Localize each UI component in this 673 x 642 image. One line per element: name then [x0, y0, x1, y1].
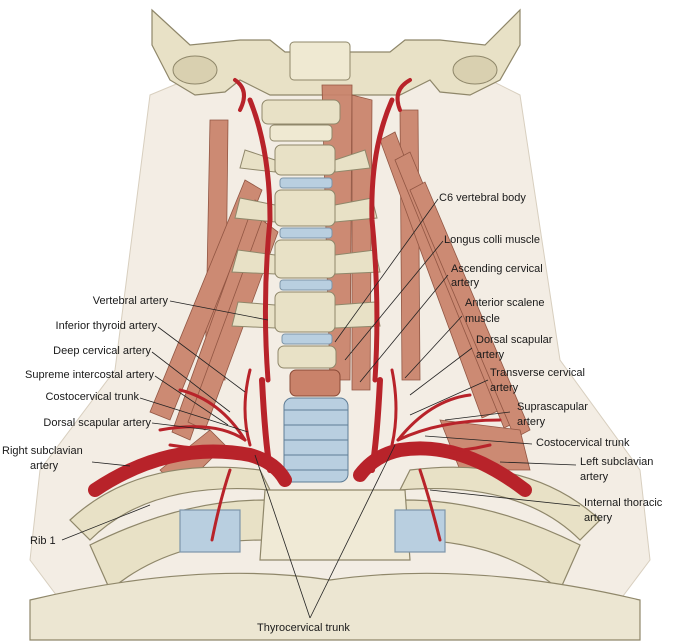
- leader-costocervical-r: [424, 435, 533, 445]
- arteries: [88, 78, 532, 542]
- leader-deep-cervical: [151, 351, 231, 413]
- label-internal-thoracic-artery-line1: Internal thoracic: [584, 497, 663, 509]
- label-inferior-thyroid-artery: Inferior thyroid artery: [55, 320, 157, 332]
- leader-supreme-intercostal: [154, 375, 229, 426]
- leader-transverse-cervical: [409, 379, 489, 416]
- label-suprascapular-artery-line1: Suprascapular: [517, 401, 588, 413]
- label-left-subclavian-artery-line2: artery: [580, 471, 609, 483]
- leader-suprascapular: [444, 411, 511, 421]
- leader-vertebral-artery: [169, 300, 269, 321]
- leader-inferior-thyroid: [157, 326, 246, 393]
- label-c6-vertebral-body: C6 vertebral body: [439, 192, 526, 204]
- leader-internal-thoracic: [429, 489, 581, 507]
- label-costocervical-trunk-left: Costocervical trunk: [45, 391, 139, 403]
- label-dorsal-scapular-artery-left: Dorsal scapular artery: [43, 417, 151, 429]
- leader-lines: [61, 198, 581, 619]
- label-left-subclavian-artery-line1: Left subclavian: [580, 456, 654, 468]
- label-rib-1: Rib 1: [30, 535, 56, 547]
- cervical-spine: [231, 99, 381, 369]
- label-suprascapular-artery-line2: artery: [517, 416, 546, 428]
- label-thyrocervical-trunk: Thyrocervical trunk: [257, 622, 350, 634]
- leader-anterior-scalene: [404, 315, 463, 379]
- label-ascending-cervical-artery-line1: Ascending cervical: [451, 263, 543, 275]
- trachea: [283, 369, 349, 483]
- label-ascending-cervical-artery-line2: artery: [451, 277, 480, 289]
- leader-c6-vertebral-body: [334, 198, 439, 343]
- label-anterior-scalene-muscle-line1: Anterior scalene: [465, 297, 545, 309]
- leader-thyrocervical-l: [254, 454, 311, 619]
- leader-costocervical-l: [139, 397, 249, 433]
- leader-ascending-cervical: [359, 274, 449, 383]
- label-right-subclavian-artery-line2: artery: [30, 460, 59, 472]
- label-dorsal-scapular-artery-right-line2: artery: [476, 349, 505, 361]
- label-right-subclavian-artery-line1: Right subclavian: [2, 445, 83, 457]
- leader-rib-1: [61, 504, 151, 541]
- label-anterior-scalene-muscle-line2: muscle: [465, 313, 500, 325]
- label-costocervical-trunk-right: Costocervical trunk: [536, 437, 630, 449]
- label-vertebral-artery: Vertebral artery: [92, 295, 168, 307]
- label-transverse-cervical-artery-line2: artery: [490, 382, 519, 394]
- label-supreme-intercostal-artery: Supreme intercostal artery: [25, 369, 154, 381]
- label-dorsal-scapular-artery-right-line1: Dorsal scapular: [476, 334, 553, 346]
- leader-dorsal-scapular-r: [409, 347, 473, 396]
- neck-muscles-right: [321, 84, 531, 471]
- thoracic-inlet: [29, 466, 641, 641]
- label-deep-cervical-artery: Deep cervical artery: [53, 345, 151, 357]
- label-internal-thoracic-artery-line2: artery: [584, 512, 613, 524]
- leader-left-subclavian: [499, 461, 577, 466]
- leader-right-subclavian: [91, 461, 131, 467]
- label-longus-colli-muscle: Longus colli muscle: [444, 234, 540, 246]
- leader-longus-colli: [344, 240, 444, 361]
- leader-thyrocervical-r: [309, 444, 396, 619]
- skull-base: [151, 8, 521, 96]
- label-transverse-cervical-artery-line1: Transverse cervical: [490, 367, 585, 379]
- leader-dorsal-scapular-l: [151, 422, 211, 431]
